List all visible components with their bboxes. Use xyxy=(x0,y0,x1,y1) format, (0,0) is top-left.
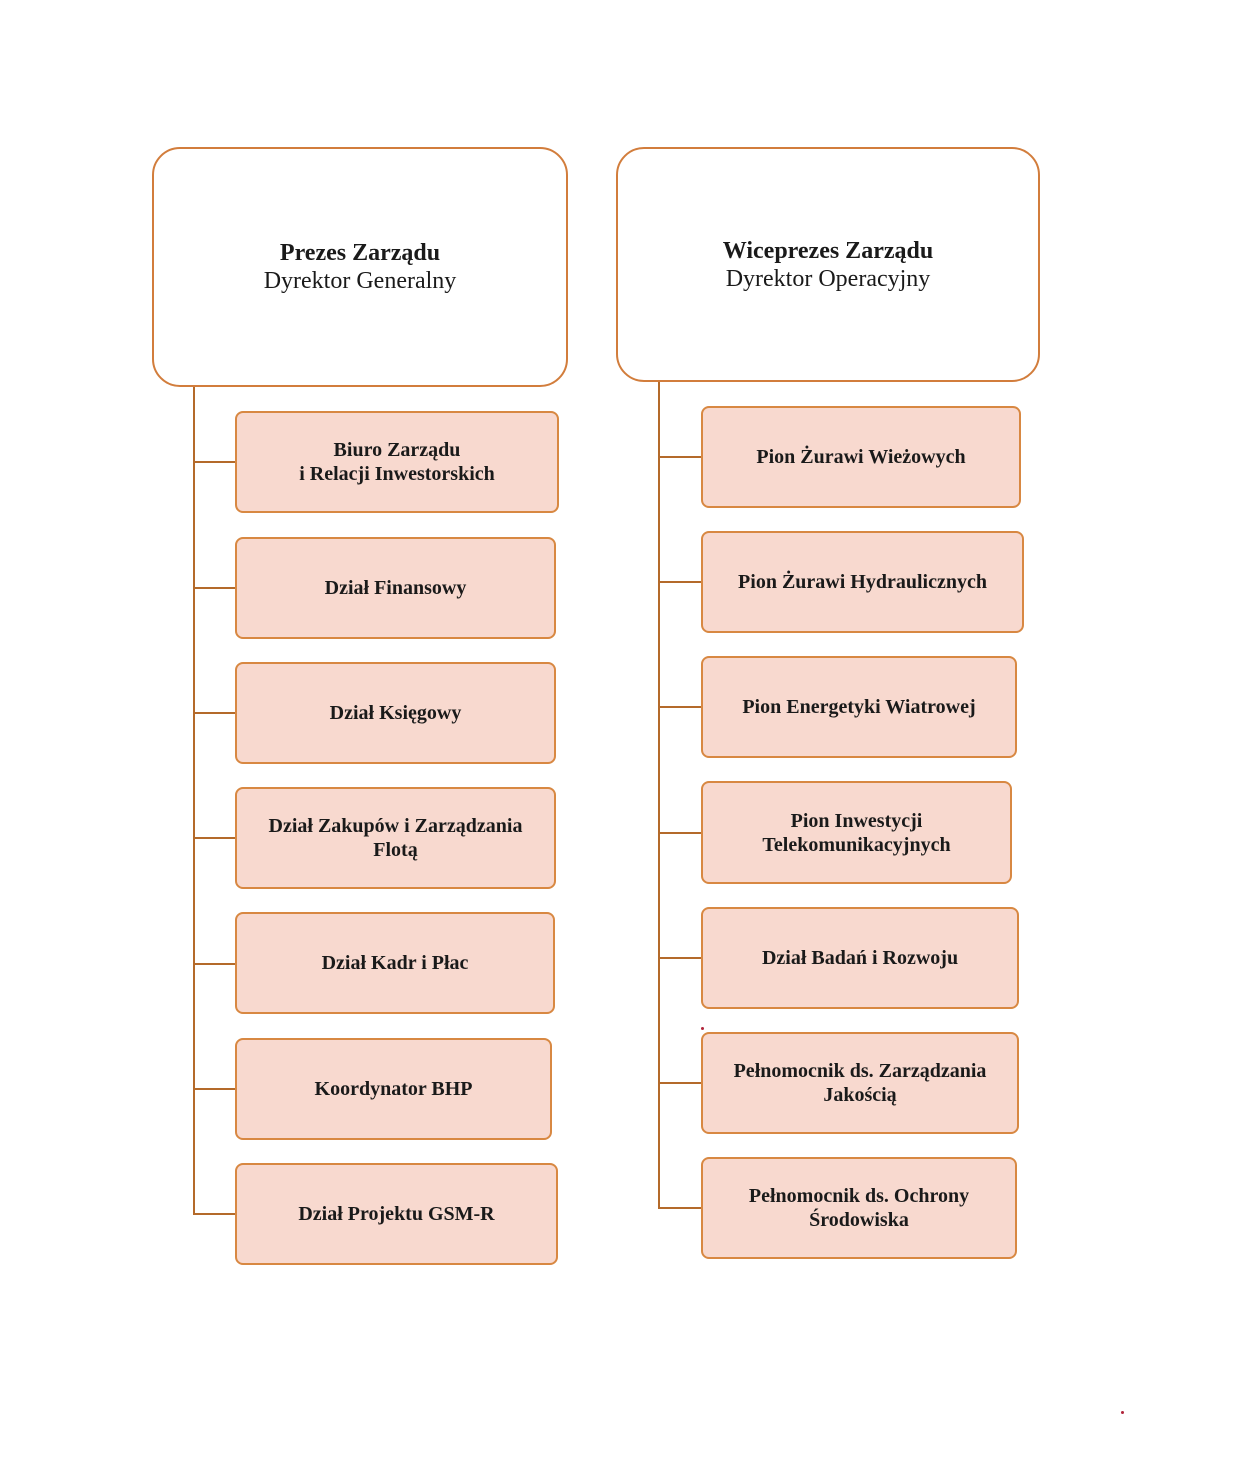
unit-box-procurement-fleet: Dział Zakupów i Zarządzania Flotą xyxy=(235,787,556,889)
right-branch-connector xyxy=(658,581,702,583)
right-branch-connector xyxy=(658,456,702,458)
left-branch-connector xyxy=(193,963,236,965)
head-subtitle: Dyrektor Generalny xyxy=(263,268,457,294)
left-trunk-connector xyxy=(193,387,195,1215)
head-box-president: Prezes Zarządu Dyrektor Generalny xyxy=(152,147,568,387)
right-branch-connector xyxy=(658,1082,702,1084)
head-box-vice-president: Wiceprezes Zarządu Dyrektor Operacyjny xyxy=(616,147,1040,382)
right-trunk-connector xyxy=(658,382,660,1209)
unit-box-finance: Dział Finansowy xyxy=(235,537,556,639)
unit-box-research-development: Dział Badań i Rozwoju xyxy=(701,907,1019,1009)
head-subtitle: Dyrektor Operacyjny xyxy=(725,265,931,292)
right-branch-connector xyxy=(658,832,702,834)
unit-box-hr-payroll: Dział Kadr i Płac xyxy=(235,912,555,1014)
left-branch-connector xyxy=(193,461,236,463)
head-title: Prezes Zarządu xyxy=(279,240,441,266)
unit-box-wind-energy: Pion Energetyki Wiatrowej xyxy=(701,656,1017,758)
left-branch-connector xyxy=(193,837,236,839)
head-title: Wiceprezes Zarządu xyxy=(722,237,934,264)
left-branch-connector xyxy=(193,712,236,714)
unit-box-accounting: Dział Księgowy xyxy=(235,662,556,764)
unit-box-ohs-coordinator: Koordynator BHP xyxy=(235,1038,552,1140)
right-branch-connector xyxy=(658,1207,702,1209)
left-branch-connector xyxy=(193,1213,236,1215)
left-branch-connector xyxy=(193,587,236,589)
right-branch-connector xyxy=(658,706,702,708)
unit-box-hydraulic-cranes: Pion Żurawi Hydraulicznych xyxy=(701,531,1024,633)
stray-mark xyxy=(701,1027,704,1030)
right-branch-connector xyxy=(658,957,702,959)
unit-box-tower-cranes: Pion Żurawi Wieżowych xyxy=(701,406,1021,508)
unit-box-quality-management: Pełnomocnik ds. Zarządzania Jakością xyxy=(701,1032,1019,1134)
left-branch-connector xyxy=(193,1088,236,1090)
unit-box-telecom-investments: Pion Inwestycji Telekomunikacyjnych xyxy=(701,781,1012,884)
unit-box-board-office: Biuro Zarządu i Relacji Inwestorskich xyxy=(235,411,559,513)
unit-box-gsm-r-project: Dział Projektu GSM-R xyxy=(235,1163,558,1265)
unit-box-environmental-protection: Pełnomocnik ds. Ochrony Środowiska xyxy=(701,1157,1017,1259)
stray-mark xyxy=(1121,1411,1124,1414)
